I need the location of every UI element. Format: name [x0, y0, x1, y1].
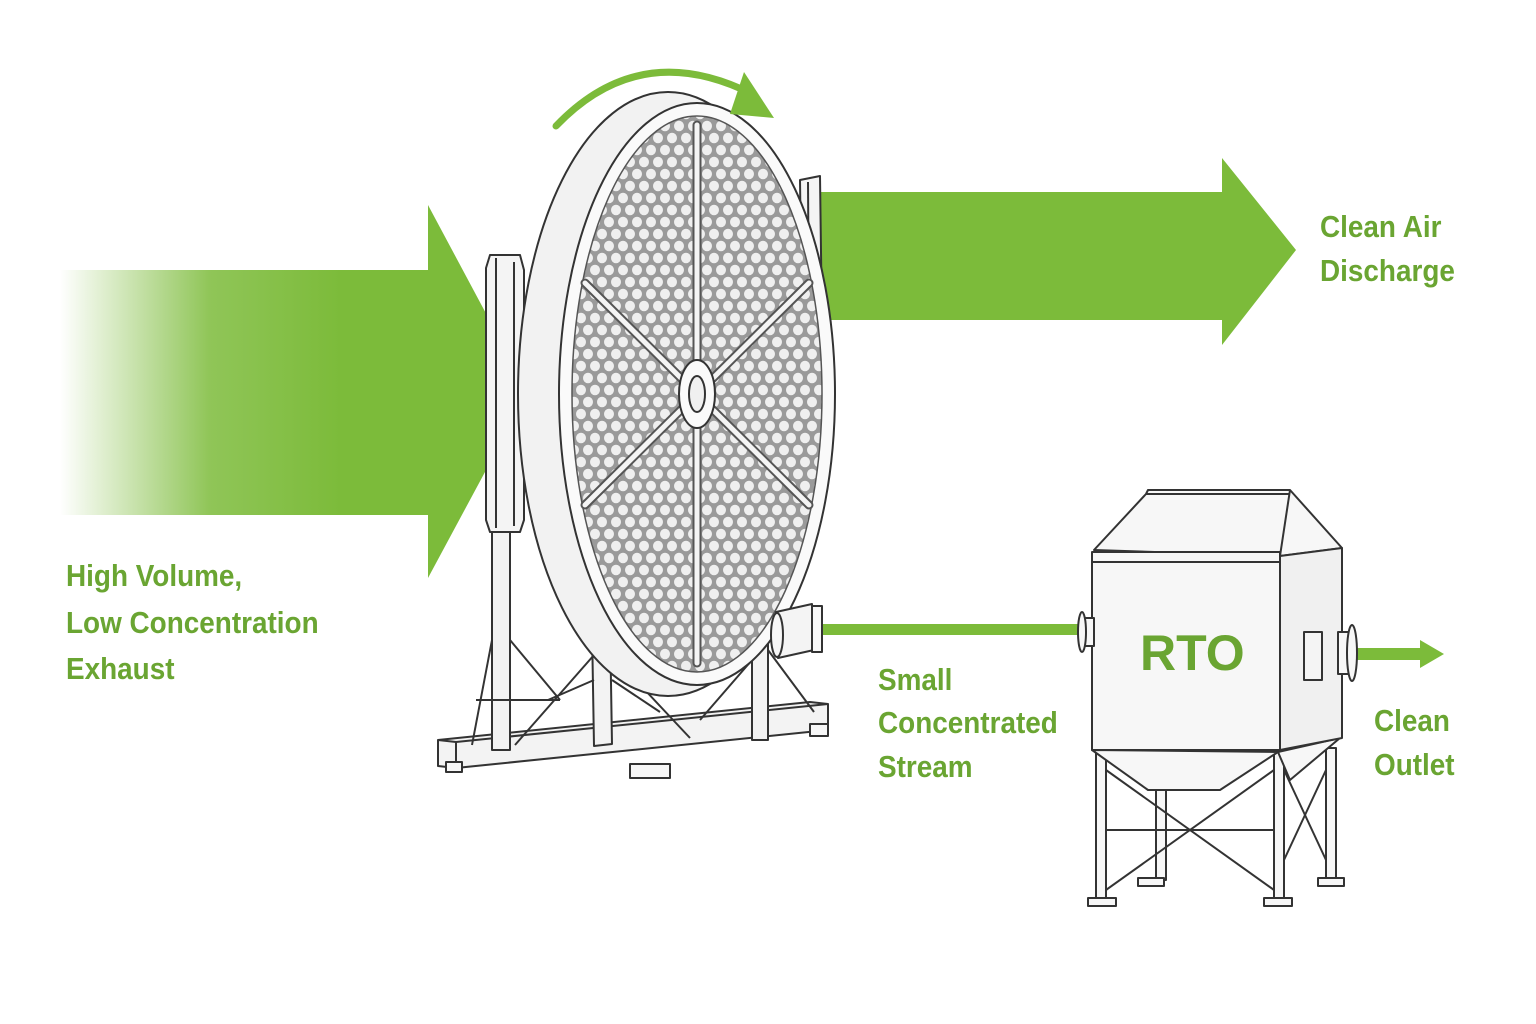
concentrated-label-line-2: Concentrated [878, 705, 1058, 740]
clean-air-label-line-2: Discharge [1320, 253, 1455, 288]
clean-air-label-line-1: Clean Air [1320, 209, 1442, 244]
clean-outlet-label-line-2: Outlet [1374, 747, 1455, 782]
inlet-label-line-1: High Volume, [66, 558, 243, 593]
concentrated-label-line-3: Stream [878, 749, 973, 784]
inlet-label-line-2: Low Concentration [66, 605, 319, 640]
inlet-label-line-3: Exhaust [66, 651, 175, 686]
concentrated-label-line-1: Small [878, 662, 953, 697]
rto-unit [1077, 489, 1358, 907]
clean-air-arrow [812, 158, 1296, 345]
clean-outlet-arrow [1354, 640, 1444, 668]
rotor-concentrator [437, 91, 836, 779]
curved-rotation-arrow-icon [552, 68, 756, 130]
clean-outlet-label-line-1: Clean [1374, 703, 1450, 738]
concentrated-stream-line [818, 624, 1080, 635]
inlet-flow-arrow [60, 205, 528, 578]
rto-label: RTO [1140, 625, 1245, 681]
